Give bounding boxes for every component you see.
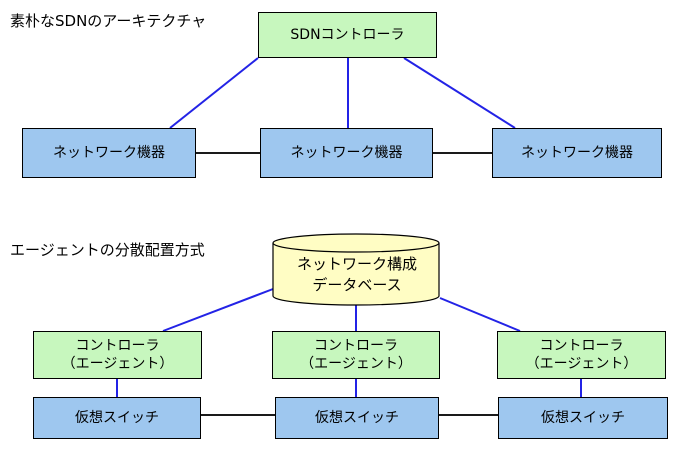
virtual-switch-box-3: 仮想スイッチ bbox=[498, 397, 668, 439]
bottom-section-title: エージェントの分散配置方式 bbox=[10, 241, 205, 259]
network-device-box-1: ネットワーク機器 bbox=[22, 128, 196, 178]
database-label-line-1: ネットワーク構成 bbox=[296, 255, 417, 273]
virtual-switch-box-2: 仮想スイッチ bbox=[275, 397, 439, 439]
controller-agent-label: コントローラ bbox=[539, 338, 624, 354]
controller-agent-sublabel: （エージェント） bbox=[525, 356, 638, 372]
controller-agent-box-3: コントローラ （エージェント） bbox=[497, 331, 666, 379]
virtual-switch-box-1: 仮想スイッチ bbox=[33, 397, 201, 439]
connector-db-controller-3 bbox=[439, 297, 521, 332]
sdn-controller-box: SDNコントローラ bbox=[258, 12, 437, 58]
controller-agent-sublabel: （エージェント） bbox=[61, 356, 174, 372]
database-cylinder-icon bbox=[272, 233, 440, 306]
network-device-box-3: ネットワーク機器 bbox=[492, 128, 662, 178]
network-device-box-2: ネットワーク機器 bbox=[260, 128, 433, 178]
connector-db-controller-1 bbox=[162, 288, 274, 332]
top-section-title: 素朴なSDNのアーキテクチャ bbox=[10, 12, 207, 30]
controller-agent-box-1: コントローラ （エージェント） bbox=[33, 331, 202, 379]
database-label-line-2: データベース bbox=[312, 276, 402, 294]
controller-agent-label: コントローラ bbox=[313, 338, 398, 354]
controller-agent-box-2: コントローラ （エージェント） bbox=[272, 331, 440, 379]
controller-agent-label: コントローラ bbox=[75, 338, 160, 354]
connector-controller-device-1 bbox=[169, 57, 259, 129]
database-label: ネットワーク構成 データベース bbox=[275, 251, 439, 299]
connector-controller-device-3 bbox=[403, 57, 516, 129]
controller-agent-sublabel: （エージェント） bbox=[300, 356, 412, 372]
